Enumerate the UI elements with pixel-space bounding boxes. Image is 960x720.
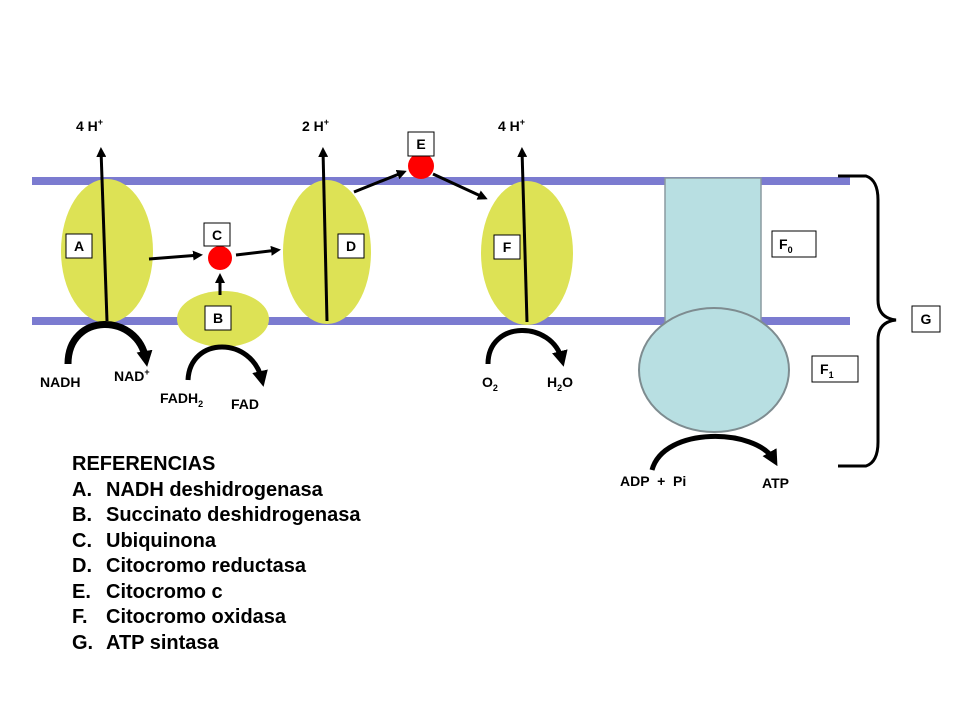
reference-letter: A. [72, 478, 92, 501]
references-title: REFERENCIAS [72, 453, 216, 475]
box-g: G [911, 305, 941, 333]
proton-arrow-d [318, 147, 329, 322]
electron-arrow-e-to-f [432, 172, 488, 200]
reference-text: Citocromo reductasa [106, 555, 307, 577]
references-list: A. NADH deshidrogenasa B. Succinato deshid… [72, 478, 361, 657]
box-e: E [407, 131, 435, 157]
svg-text:B: B [213, 310, 223, 326]
svg-text:A: A [74, 238, 84, 254]
atp-synthase-f0-stalk [664, 177, 762, 329]
reference-item-a: A. NADH deshidrogenasa [72, 478, 361, 504]
svg-text:F1: F1 [820, 361, 834, 380]
reference-text: Ubiquinona [106, 529, 216, 552]
box-d: D [337, 233, 365, 259]
reference-text: Citocromo oxidasa [106, 606, 287, 628]
o2-label: O2 [482, 374, 498, 393]
nadh-label: NADH [40, 374, 80, 390]
complex-a-ellipse [61, 179, 153, 323]
svg-text:F0: F0 [779, 236, 793, 255]
reference-letter: F. [72, 606, 88, 628]
box-a: A [65, 233, 93, 259]
h2o-label: H2O [547, 374, 573, 393]
proton-arrow-a [96, 147, 109, 322]
box-f: F [493, 234, 521, 260]
reference-text: ATP sintasa [106, 631, 219, 654]
nad-label: NAD+ [114, 367, 150, 384]
atp-label: ATP [762, 475, 789, 491]
svg-text:D: D [346, 238, 356, 254]
box-f1: F1 [811, 355, 859, 383]
references-legend: REFERENCIAS A. NADH deshidrogenasa B. Succ… [72, 452, 361, 656]
svg-text:E: E [416, 136, 425, 152]
fadh2-reaction-arrow [185, 344, 268, 387]
fadh2-label: FADH2 [160, 390, 203, 409]
box-c: C [203, 222, 231, 247]
reference-letter: B. [72, 504, 92, 526]
box-b: B [204, 305, 232, 331]
reference-letter: C. [72, 529, 92, 552]
atp-synthase-f1-head [638, 307, 790, 433]
o2-reaction-arrow [485, 328, 568, 367]
electron-arrow-c-to-d [235, 245, 281, 257]
inner-membrane-line [32, 317, 850, 325]
reference-item-e: E. Citocromo c [72, 580, 361, 606]
reference-letter: D. [72, 555, 92, 577]
proton-label-d: 2 H+ [302, 117, 329, 134]
electron-arrow-a-to-c [148, 250, 203, 261]
proton-arrow-f [517, 147, 529, 323]
cytochrome-c-carrier [408, 153, 434, 179]
proton-label-f: 4 H+ [498, 117, 525, 134]
reference-text: NADH deshidrogenasa [106, 478, 323, 501]
adp-pi-label: ADP + Pi [620, 473, 686, 489]
reference-text: Succinato deshidrogenasa [106, 504, 361, 526]
reference-item-b: B. Succinato deshidrogenasa [72, 503, 361, 529]
svg-text:F: F [503, 239, 512, 255]
reference-letter: E. [72, 580, 91, 603]
atp-reaction-arrow [649, 434, 778, 471]
svg-text:G: G [921, 311, 932, 327]
complex-d-ellipse [283, 180, 371, 324]
box-f0: F0 [771, 230, 817, 258]
reference-letter: G. [72, 631, 94, 654]
proton-label-a: 4 H+ [76, 117, 103, 134]
reference-item-d: D. Citocromo reductasa [72, 554, 361, 580]
reference-item-f: F. Citocromo oxidasa [72, 605, 361, 631]
reference-text: Citocromo c [106, 580, 223, 603]
svg-text:C: C [212, 227, 222, 243]
electron-arrow-d-to-e [353, 169, 407, 194]
complex-f-ellipse [481, 181, 573, 325]
reference-item-c: C. Ubiquinona [72, 529, 361, 555]
ubiquinone-carrier [208, 246, 232, 270]
atp-synthase-bracket [838, 174, 897, 468]
nadh-reaction-arrow [64, 321, 153, 367]
reference-item-g: G. ATP sintasa [72, 631, 361, 657]
outer-membrane-line [32, 177, 850, 185]
fad-label: FAD [231, 396, 259, 412]
